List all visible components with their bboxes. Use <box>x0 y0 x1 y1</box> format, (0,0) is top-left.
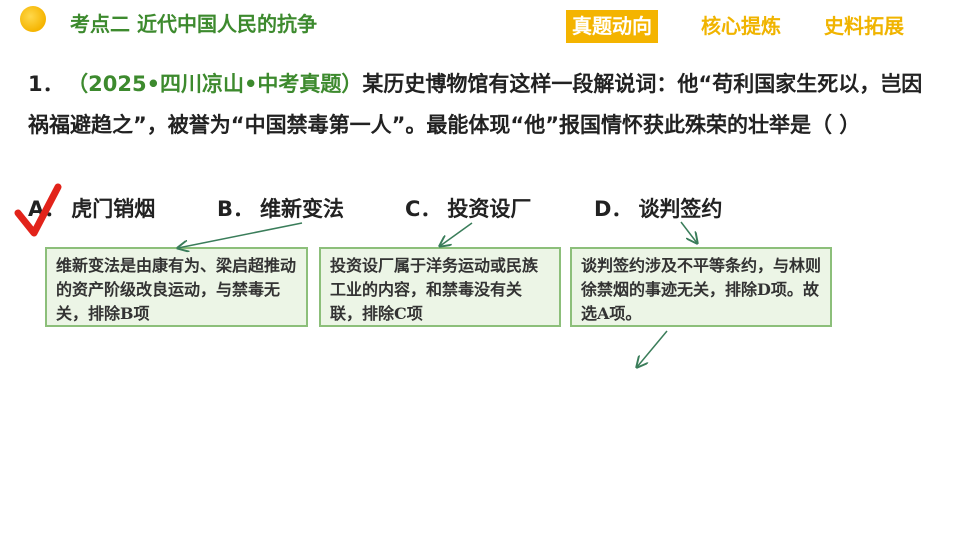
option-b[interactable]: B．维新变法 <box>217 193 344 223</box>
check-mark-icon <box>14 183 62 237</box>
option-c-text: 投资设厂 <box>447 197 532 221</box>
explanation-box-b: 维新变法是由康有为、梁启超推动的资产阶级改良运动，与禁毒无关，排除B项 <box>45 247 308 327</box>
explanation-box-d: 谈判签约涉及不平等条约，与林则徐禁烟的事迹无关，排除D项。故选A项。 <box>570 247 832 327</box>
arrow-c-icon <box>440 222 473 246</box>
option-d-letter: D． <box>594 197 633 221</box>
option-a-text: 虎门销烟 <box>71 197 156 221</box>
option-c[interactable]: C．投资设厂 <box>405 193 531 223</box>
section-title: 考点二 近代中国人民的抗争 <box>70 12 317 36</box>
header-bar: 考点二 近代中国人民的抗争 真题动向 核心提炼 史料拓展 <box>0 0 960 54</box>
option-d-text: 谈判签约 <box>638 197 723 221</box>
arrow-b-icon <box>178 222 303 248</box>
question-source: （2025•四川凉山•中考真题） <box>77 72 363 96</box>
arrow-down-icon <box>637 330 668 367</box>
option-a[interactable]: A．虎门销烟 <box>28 193 155 223</box>
option-b-text: 维新变法 <box>260 197 345 221</box>
option-b-letter: B． <box>217 197 255 221</box>
question-text: 1． （2025•四川凉山•中考真题）某历史博物馆有这样一段解说词：他“苟利国家生… <box>28 64 928 146</box>
tab-shiliao-tuozhan[interactable]: 史料拓展 <box>824 14 904 38</box>
explanation-box-c: 投资设厂属于洋务运动或民族工业的内容，和禁毒没有关联，排除C项 <box>319 247 561 327</box>
question-number: 1． <box>28 72 64 96</box>
bullet-dot-icon <box>20 6 46 32</box>
option-d[interactable]: D．谈判签约 <box>594 193 722 223</box>
question-stem: 某历史博物馆有这样一段解说词：他“苟利国家生死以，岂因祸福避趋之”，被誉为“中国… <box>28 72 923 137</box>
arrow-d-icon <box>680 221 697 243</box>
tab-zhenti-dongxiang[interactable]: 真题动向 <box>566 10 658 43</box>
tab-hexin-tilian[interactable]: 核心提炼 <box>701 14 781 38</box>
option-c-letter: C． <box>405 197 442 221</box>
